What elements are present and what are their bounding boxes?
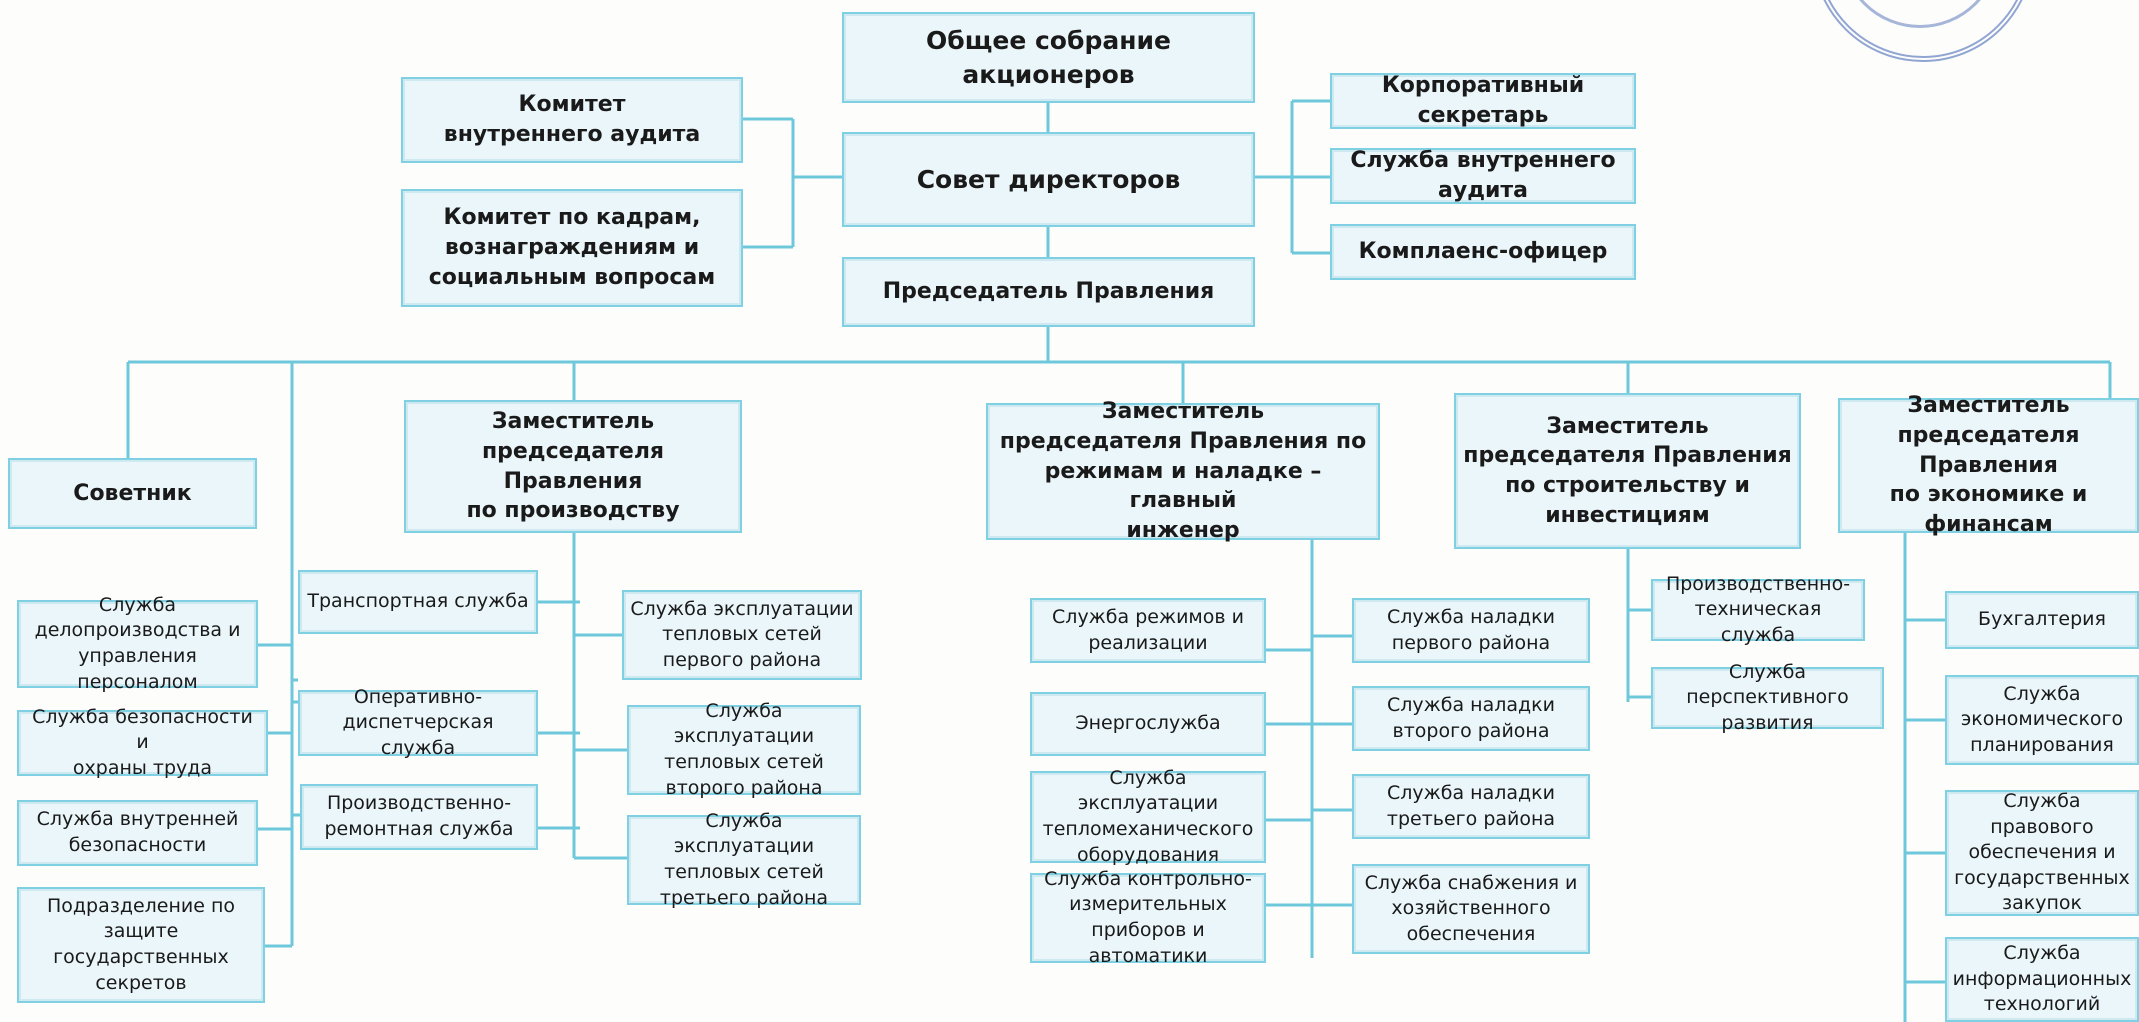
accounting-box: Бухгалтерия — [1945, 591, 2139, 649]
deputy-construction-box: Заместитель председателя Правления по ст… — [1454, 393, 1801, 549]
deputy-chief-engineer-box: Заместитель председателя Правления по ре… — [986, 399, 1380, 543]
energy-service-box: Энергослужба — [1030, 692, 1266, 756]
board-of-directors-box: Совет директоров — [842, 132, 1255, 227]
transport-service-box: Транспортная служба — [298, 570, 538, 634]
thermomech-service-box: Служба эксплуатации тепломеханического о… — [1030, 767, 1266, 866]
repair-service-box: Производственно- ремонтная служба — [300, 784, 538, 850]
records-hr-service-box: Служба делопроизводства и управления пер… — [17, 594, 258, 693]
deputy-production-box: Заместитель председателя Правления по пр… — [404, 400, 742, 533]
safety-labor-service-box: Служба безопасности и охраны труда — [17, 706, 268, 779]
supply-service-box: Служба снабжения и хозяйственного обеспе… — [1352, 864, 1590, 954]
internal-audit-service-box: Служба внутреннего аудита — [1330, 148, 1636, 204]
compliance-officer-box: Комплаенс-офицер — [1330, 224, 1636, 280]
company-seal — [1800, 0, 2040, 70]
development-service-box: Служба перспективного развития — [1651, 661, 1884, 734]
corporate-secretary-box: Корпоративный секретарь — [1330, 73, 1636, 129]
state-secrets-unit-box: Подразделение по защите государственных … — [17, 887, 265, 1003]
it-service-box: Служба информационных технологий — [1945, 937, 2139, 1022]
hr-committee-box: Комитет по кадрам, вознаграждениям и соц… — [401, 189, 743, 307]
economic-planning-service-box: Служба экономического планирования — [1945, 675, 2139, 765]
commissioning-2-service-box: Служба наладки второго района — [1352, 686, 1590, 751]
shareholders-meeting-box: Общее собрание акционеров — [842, 12, 1255, 103]
modes-sales-service-box: Служба режимов и реализации — [1030, 598, 1266, 663]
commissioning-3-service-box: Служба наладки третьего района — [1352, 774, 1590, 839]
heat-network-1-service-box: Служба эксплуатации тепловых сетей перво… — [622, 590, 862, 680]
audit-committee-box: Комитет внутреннего аудита — [401, 77, 743, 163]
production-technical-service-box: Производственно- техническая служба — [1651, 573, 1865, 646]
heat-network-3-service-box: Служба эксплуатации тепловых сетей треть… — [627, 810, 861, 909]
chairman-box: Председатель Правления — [842, 257, 1255, 327]
dispatch-service-box: Оперативно- диспетчерская служба — [298, 686, 538, 759]
legal-procurement-service-box: Служба правового обеспечения и государст… — [1945, 790, 2139, 916]
internal-security-service-box: Служба внутренней безопасности — [17, 800, 258, 866]
deputy-finance-box: Заместитель председателя Правления по эк… — [1838, 393, 2139, 537]
adviser-box: Советник — [8, 458, 257, 529]
instrumentation-service-box: Служба контрольно- измерительных приборо… — [1030, 868, 1266, 967]
heat-network-2-service-box: Служба эксплуатации тепловых сетей второ… — [627, 700, 861, 799]
commissioning-1-service-box: Служба наладки первого района — [1352, 598, 1590, 663]
